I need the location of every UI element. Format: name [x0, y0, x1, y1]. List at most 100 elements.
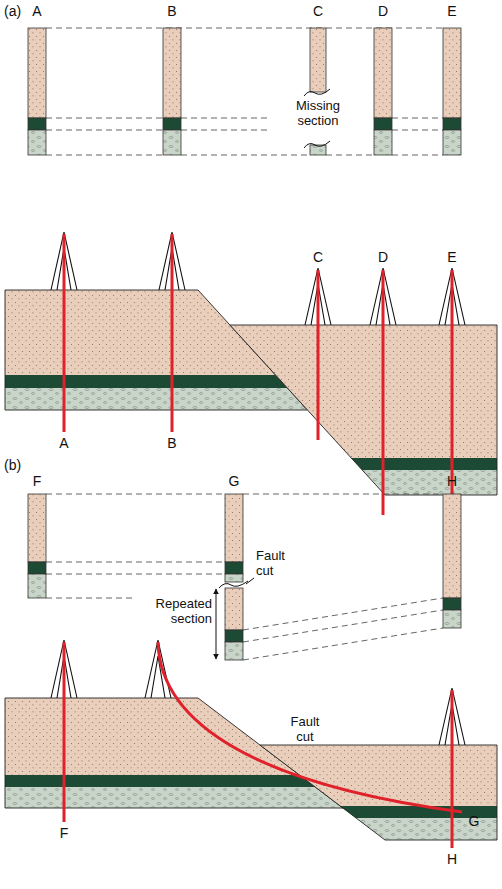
sandstone-layer — [225, 494, 243, 562]
correlation-line — [46, 598, 132, 599]
label-text: G — [464, 814, 484, 829]
break-mark — [219, 581, 248, 588]
marker-bed — [28, 562, 46, 574]
label-text: A — [54, 436, 74, 451]
deviated-well-path — [158, 642, 462, 812]
correlation-line — [392, 130, 443, 131]
conglomerate-layer — [225, 574, 243, 582]
break-mark — [304, 141, 330, 148]
label-text: F — [54, 826, 74, 841]
fault-cut-marks — [216, 578, 254, 659]
marker-bed — [351, 458, 497, 470]
well-log-columns — [28, 28, 461, 155]
label-text: E — [442, 4, 462, 19]
marker-bed — [225, 630, 243, 642]
well-path — [63, 234, 66, 432]
correlation-line — [46, 130, 163, 131]
label-text: H — [442, 474, 462, 489]
well-log-columns — [28, 494, 461, 660]
correlation-line — [243, 598, 443, 630]
fault-block-outline — [260, 745, 497, 840]
correlation-line — [326, 155, 374, 156]
correlation-line — [243, 494, 443, 495]
label-text: D — [373, 250, 393, 265]
break-mark — [304, 89, 330, 96]
cross-section-a — [5, 290, 497, 495]
sandstone-layer — [28, 494, 46, 562]
well-path — [451, 690, 454, 848]
marker-bed — [163, 118, 181, 130]
conglomerate-layer — [5, 388, 307, 410]
label-text: C — [308, 4, 328, 19]
marker-bed — [5, 775, 315, 787]
label-text: C — [308, 250, 328, 265]
correlation-line — [392, 118, 443, 119]
sandstone-layer — [230, 325, 497, 458]
label-text: A — [27, 4, 47, 19]
sandstone-layer — [443, 494, 461, 598]
label-text: D — [373, 4, 393, 19]
label-text: (a) — [4, 4, 34, 19]
correlation-lines — [46, 28, 443, 155]
correlation-line — [392, 155, 443, 156]
label-text: G — [224, 474, 244, 489]
correlation-line — [46, 155, 163, 156]
marker-bed — [374, 118, 392, 130]
conglomerate-layer — [28, 130, 46, 155]
derricks-a — [51, 232, 465, 325]
label-text: B — [162, 436, 182, 451]
correlation-line — [181, 130, 268, 131]
marker-bed — [443, 118, 461, 130]
well-path — [171, 234, 174, 432]
correlation-line — [46, 118, 163, 119]
label-text: Repeated section — [138, 596, 212, 626]
fault-block-outline — [230, 325, 497, 495]
cross-section-b — [5, 698, 497, 840]
correlation-line — [46, 562, 225, 563]
conglomerate-layer — [443, 610, 461, 628]
sandstone-layer — [310, 28, 326, 92]
conglomerate-layer — [28, 574, 46, 598]
correlation-line — [243, 628, 443, 660]
correlation-lines — [46, 494, 443, 660]
sandstone-layer — [5, 698, 299, 775]
correlation-line — [243, 610, 443, 642]
sandstone-layer — [225, 588, 243, 630]
conglomerate-layer — [5, 787, 343, 808]
sandstone-layer — [443, 28, 461, 118]
leader-line — [246, 578, 254, 584]
marker-bed — [5, 375, 287, 388]
sandstone-layer — [374, 28, 392, 118]
well-path — [382, 270, 385, 515]
sandstone-layer — [28, 28, 46, 118]
label-text: H — [442, 852, 462, 867]
label-text: Fault cut — [256, 548, 300, 578]
correlation-line — [181, 118, 268, 119]
sandstone-layer — [5, 290, 276, 375]
marker-bed — [225, 562, 243, 574]
correlation-line — [46, 494, 225, 495]
sandstone-layer — [163, 28, 181, 118]
wells-b — [64, 642, 462, 848]
conglomerate-layer — [374, 130, 392, 155]
conglomerate-layer — [225, 642, 243, 660]
well-path — [317, 270, 320, 440]
label-text: (b) — [4, 458, 34, 473]
label-text: E — [442, 250, 462, 265]
wells-a — [64, 234, 452, 515]
marker-bed — [28, 118, 46, 130]
label-text: B — [162, 4, 182, 19]
conglomerate-layer — [443, 130, 461, 155]
marker-bed — [443, 598, 461, 610]
label-text: Missing section — [282, 98, 354, 128]
well-path — [63, 642, 66, 822]
label-text: Fault cut — [283, 714, 327, 744]
derricks-b — [51, 640, 465, 745]
conglomerate-layer — [163, 130, 181, 155]
correlation-line — [46, 574, 225, 575]
extent-arrow — [216, 589, 217, 659]
label-text: F — [27, 474, 47, 489]
correlation-line — [181, 155, 310, 156]
